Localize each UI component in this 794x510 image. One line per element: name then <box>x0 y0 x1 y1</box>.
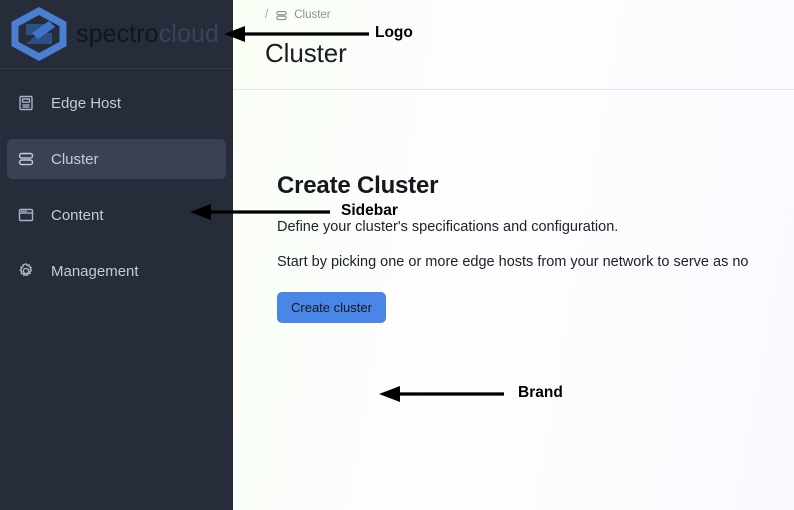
content-heading: Create Cluster <box>277 172 439 199</box>
brand-name: spectrocloud <box>76 20 219 49</box>
content-paragraph-1: Define your cluster's specifications and… <box>277 219 619 235</box>
annotation-brand-label: Brand <box>518 384 563 401</box>
brand-header[interactable]: spectrocloud <box>0 0 233 69</box>
topbar: / Cluster Cluster <box>233 0 794 90</box>
annotation-logo-label: Logo <box>375 24 413 41</box>
cta-row: Create cluster <box>277 292 794 323</box>
spectro-cloud-hex-logo-icon <box>8 6 70 62</box>
annotation-sidebar-arrow <box>190 202 330 222</box>
sidebar-item-content[interactable]: Content <box>7 195 226 235</box>
breadcrumb: / Cluster <box>265 6 794 24</box>
sidebar-item-label: Cluster <box>51 150 99 168</box>
annotation-brand-arrow <box>379 384 504 404</box>
content-paragraph-2: Start by picking one or more edge hosts … <box>277 254 749 270</box>
sidebar-item-label: Content <box>51 206 104 224</box>
brand-name-primary: spectro <box>76 19 159 48</box>
sidebar-item-label: Edge Host <box>51 94 122 112</box>
annotation-sidebar-label: Sidebar <box>341 202 398 219</box>
sidebar-item-label: Management <box>51 262 139 280</box>
content-panel: Create Cluster Define your cluster's spe… <box>233 90 794 323</box>
layers-icon <box>17 150 35 168</box>
main-area: / Cluster Cluster Create Cluster Define … <box>233 0 794 510</box>
server-icon <box>17 94 35 112</box>
breadcrumb-separator: / <box>265 9 269 21</box>
browser-window-icon <box>17 206 35 224</box>
sidebar-nav: Edge Host Cluster <box>0 69 233 307</box>
brand-name-secondary: cloud <box>158 19 219 48</box>
page-title: Cluster <box>265 38 347 68</box>
breadcrumb-item-cluster[interactable]: Cluster <box>294 9 331 21</box>
create-cluster-button[interactable]: Create cluster <box>277 292 386 323</box>
sidebar-item-management[interactable]: Management <box>7 251 226 291</box>
gear-icon <box>17 262 35 280</box>
sidebar: spectrocloud Edge Host <box>0 0 233 510</box>
layers-icon <box>275 9 288 22</box>
sidebar-item-cluster[interactable]: Cluster <box>7 139 226 179</box>
sidebar-item-edge-host[interactable]: Edge Host <box>7 83 226 123</box>
annotation-logo-arrow <box>224 24 369 44</box>
